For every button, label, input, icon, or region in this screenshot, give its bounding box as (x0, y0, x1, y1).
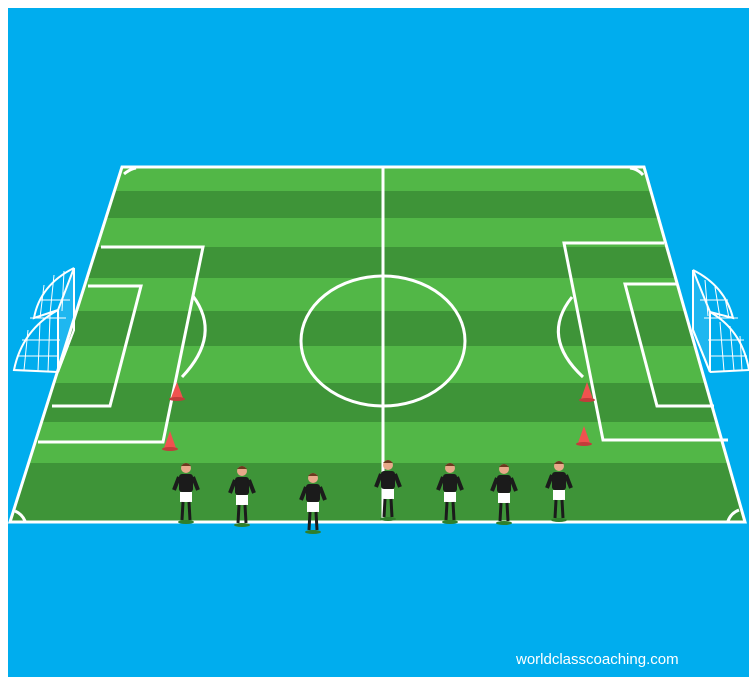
watermark-text: worldclasscoaching.com (516, 651, 679, 668)
soccer-field (0, 167, 749, 522)
grass-stripes (0, 167, 749, 522)
